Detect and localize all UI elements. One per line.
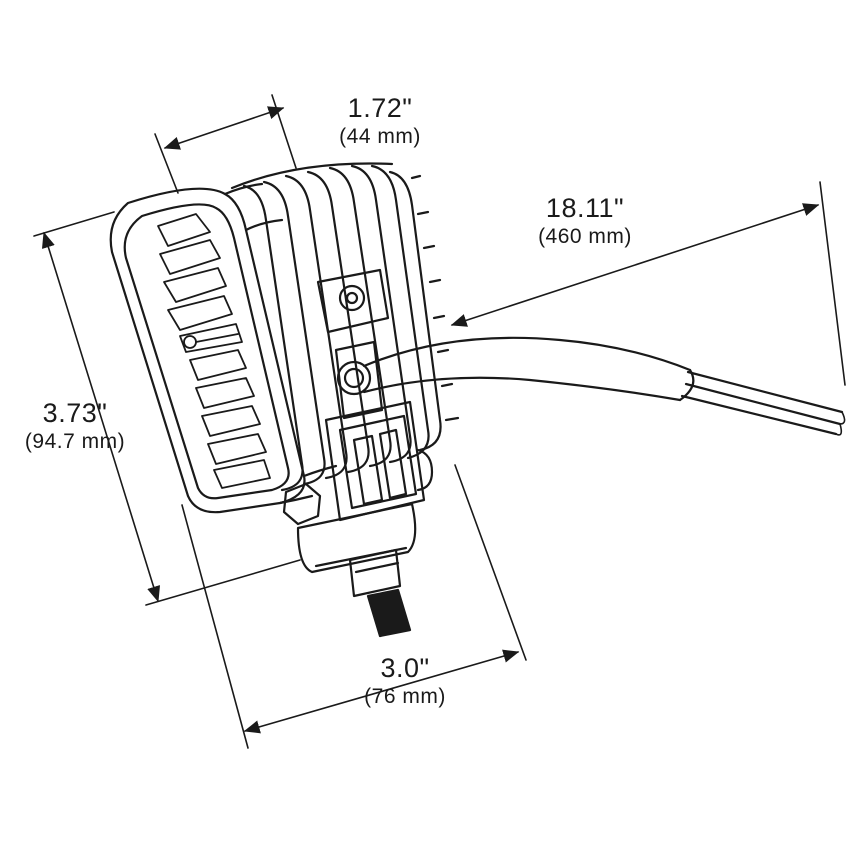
lens-reflector-ribs: [157, 213, 271, 489]
height-metric: (94.7 mm): [24, 430, 126, 453]
cable-dimension: [450, 181, 846, 386]
depth-metric: (44 mm): [339, 125, 421, 148]
height-arrow: [41, 231, 161, 603]
width-arrow: [243, 649, 520, 734]
depth-extension-line-left: [154, 133, 179, 194]
depth-label: 1.72" (44 mm): [300, 93, 460, 148]
depth-inches: 1.72": [347, 93, 413, 123]
cable-jacket: [362, 336, 692, 402]
width-dimension: [181, 464, 527, 749]
width-extension-line-right: [454, 464, 527, 661]
height-inches: 3.73": [42, 398, 108, 428]
cable-extension-line: [819, 181, 846, 386]
depth-arrow: [163, 106, 285, 150]
height-extension-line-top: [33, 211, 115, 237]
lamp-housing: [109, 162, 460, 638]
width-metric: (76 mm): [364, 685, 446, 708]
cable-length-inches: 18.11": [545, 193, 625, 223]
height-extension-line-bottom: [145, 559, 301, 606]
power-cable: [336, 336, 846, 436]
mount-base: [296, 502, 417, 574]
cable-arrow: [450, 203, 820, 327]
front-bezel-inner: [123, 203, 290, 500]
cable-length-metric: (460 mm): [538, 225, 632, 248]
height-label: 3.73" (94.7 mm): [0, 398, 150, 453]
threaded-stud: [348, 548, 412, 638]
cable-length-label: 18.11" (460 mm): [500, 193, 670, 248]
mounting-bracket: [282, 268, 434, 574]
cable-wires: [680, 370, 844, 436]
width-label: 3.0" (76 mm): [330, 653, 480, 708]
housing-side: [223, 182, 338, 505]
width-inches: 3.0": [380, 653, 430, 683]
depth-dimension: [154, 94, 297, 194]
height-dimension: [33, 211, 301, 606]
width-extension-line-left: [181, 504, 249, 749]
pivot-bolt-head: [282, 482, 322, 526]
cable-grommet: [336, 360, 372, 396]
heat-sink-fins: [230, 162, 460, 492]
front-bezel: [109, 187, 306, 514]
depth-extension-line-right: [271, 94, 297, 169]
